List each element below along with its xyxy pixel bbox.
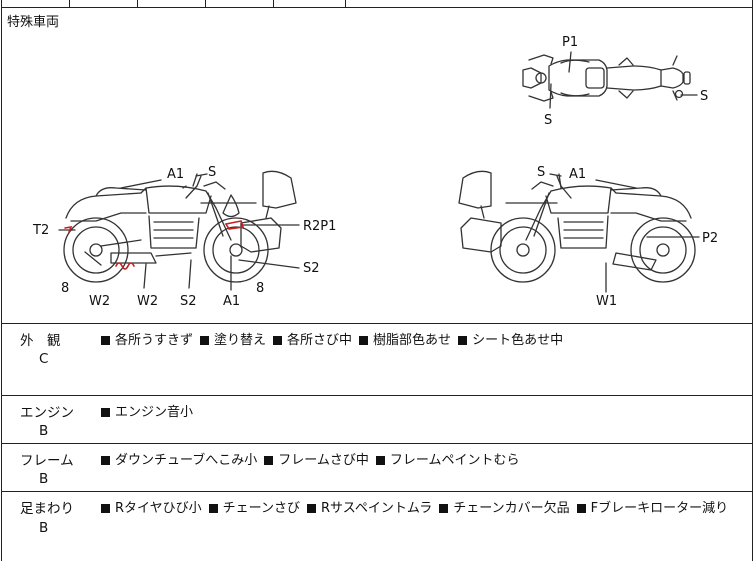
row-grade: B: [39, 423, 49, 439]
motorcycle-diagrams: P1 S S A1 S T2 R2P1 S2 8 8 W2 W2 S2 A1 S…: [32, 35, 718, 309]
row-category: エンジン: [20, 405, 74, 421]
condition-item: フレームペイントむら: [389, 453, 520, 468]
marker-s: S: [544, 113, 552, 128]
marker-w2: W2: [89, 294, 110, 309]
condition-item: エンジン音小: [115, 405, 194, 420]
condition-item: シート色あせ中: [472, 333, 564, 348]
condition-item: Rタイヤひび小: [115, 501, 202, 516]
condition-item: Rサスペイントムラ: [321, 501, 433, 516]
vehicle-damage-diagram: 特殊車両: [1, 8, 753, 324]
bullet-square: [101, 503, 110, 513]
condition-item: 各所うすきず: [115, 333, 194, 348]
strip-cell: [205, 0, 274, 8]
row-items: Rタイヤひび小 チェーンさび Rサスペイントムラ チェーンカバー欠品 Fブレーキローター…: [101, 497, 728, 516]
motorcycle-top-view: [522, 54, 691, 102]
section-label: 特殊車両: [7, 15, 60, 30]
condition-item: チェーンカバー欠品: [453, 501, 570, 516]
bullet-square: [101, 335, 110, 345]
row-category: フレーム: [20, 453, 74, 469]
bullet-square: [375, 455, 385, 465]
strip-cell: [273, 0, 346, 8]
inspection-row-suspension: 足まわり B Rタイヤひび小 チェーンさび Rサスペイントムラ チェーンカバー欠品 Fブ…: [1, 492, 753, 561]
marker-8: 8: [61, 281, 69, 296]
row-grade: B: [39, 520, 49, 536]
top-table-strip: [1, 0, 753, 8]
bullet-square: [273, 335, 283, 345]
motorcycle-right-view: [458, 170, 696, 283]
marker-s: S: [700, 89, 708, 104]
marker-s2: S2: [180, 294, 197, 309]
bullet-square: [264, 455, 274, 465]
bullet-square: [458, 335, 468, 345]
row-category: 外 観: [20, 333, 61, 349]
marker-p2: P2: [702, 231, 718, 246]
marker-a1: A1: [223, 294, 240, 309]
inspection-row-exterior: 外 観 C 各所うすきず 塗り替え 各所さび中 樹脂部色あせ シート色あせ中: [1, 324, 753, 396]
row-items: 各所うすきず 塗り替え 各所さび中 樹脂部色あせ シート色あせ中: [101, 329, 570, 348]
condition-item: ダウンチューブへこみ小: [115, 453, 258, 468]
condition-item: 樹脂部色あせ: [373, 333, 452, 348]
marker-a1: A1: [569, 167, 586, 182]
bullet-square: [200, 335, 210, 345]
marker-8: 8: [256, 281, 264, 296]
condition-item: Fブレーキローター減り: [590, 501, 729, 516]
marker-p1: P1: [562, 35, 578, 50]
marker-s: S: [537, 165, 545, 180]
condition-item: 塗り替え: [214, 333, 267, 348]
condition-item: フレームさび中: [278, 453, 369, 468]
damage-mark: [64, 225, 73, 233]
condition-item: 各所さび中: [287, 333, 353, 348]
marker-s2: S2: [303, 261, 320, 276]
bullet-square: [576, 503, 586, 513]
marker-w1: W1: [596, 294, 617, 309]
bullet-square: [101, 455, 110, 465]
strip-cell: [69, 0, 138, 8]
row-items: ダウンチューブへこみ小 フレームさび中 フレームペイントむら: [101, 449, 526, 468]
marker-t2: T2: [32, 223, 49, 238]
strip-cell: [1, 0, 70, 8]
marker-s: S: [208, 165, 216, 180]
damage-mark: [224, 220, 245, 230]
bullet-square: [101, 407, 110, 417]
condition-item: チェーンさび: [222, 501, 301, 516]
marker-r2p1: R2P1: [303, 219, 336, 234]
bullet-square: [359, 335, 369, 345]
marker-a1: A1: [167, 167, 184, 182]
bullet-square: [439, 503, 449, 513]
strip-cell: [137, 0, 206, 8]
inspection-row-engine: エンジン B エンジン音小: [1, 396, 753, 444]
row-category: 足まわり: [20, 501, 74, 517]
row-grade: C: [39, 351, 49, 367]
damage-mark: [115, 262, 135, 270]
inspection-row-frame: フレーム B ダウンチューブへこみ小 フレームさび中 フレームペイントむら: [1, 444, 753, 492]
motorcycle-left-view: [63, 170, 297, 283]
row-grade: B: [39, 471, 49, 487]
bullet-square: [307, 503, 317, 513]
row-items: エンジン音小: [101, 401, 200, 420]
marker-w2: W2: [137, 294, 158, 309]
bullet-square: [208, 503, 218, 513]
